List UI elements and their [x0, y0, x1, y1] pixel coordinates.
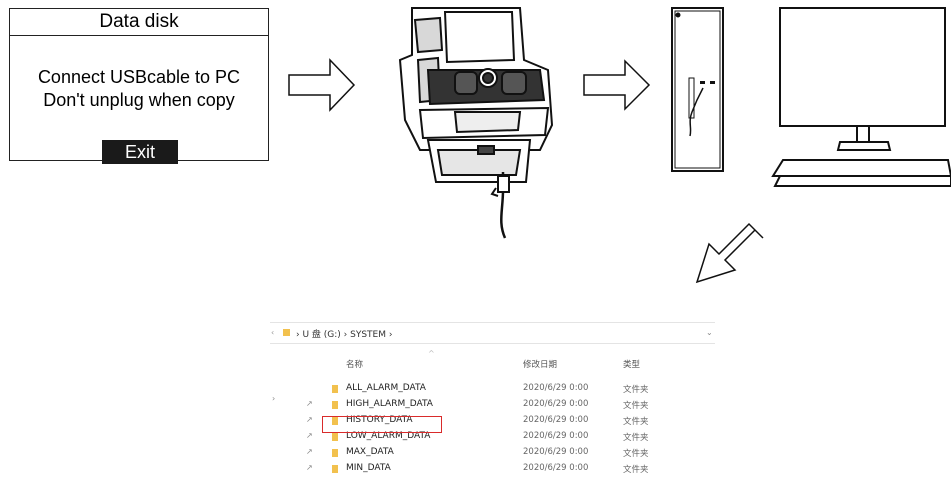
file-explorer: ‹ › U 盘 (G:) › SYSTEM › ⌄ ^ 名称 修改日期 类型 ›…: [270, 322, 715, 484]
folder-row[interactable]: ↗ MIN_DATA 2020/6/29 0:00 文件夹: [270, 462, 715, 477]
folder-row[interactable]: ALL_ALARM_DATA 2020/6/29 0:00 文件夹: [270, 382, 715, 397]
folder-type: 文件夹: [623, 385, 649, 395]
folder-name: LOW_ALARM_DATA: [346, 431, 431, 441]
column-header-date[interactable]: 修改日期: [523, 360, 558, 370]
pin-icon[interactable]: ↗: [306, 447, 313, 456]
folder-row[interactable]: ↗ HIGH_ALARM_DATA 2020/6/29 0:00 文件夹: [270, 398, 715, 413]
folder-name: HIGH_ALARM_DATA: [346, 399, 433, 409]
pin-icon[interactable]: ↗: [306, 431, 313, 440]
folder-icon: [332, 385, 338, 393]
breadcrumb: ‹ › U 盘 (G:) › SYSTEM › ⌄: [270, 322, 715, 344]
monitor-icon: [771, 7, 951, 187]
pin-icon[interactable]: ↗: [306, 463, 313, 472]
folder-row[interactable]: ↗ LOW_ALARM_DATA 2020/6/29 0:00 文件夹: [270, 430, 715, 445]
chevron-down-icon[interactable]: ⌄: [706, 328, 713, 337]
folder-date: 2020/6/29 0:00: [523, 447, 589, 457]
folder-date: 2020/6/29 0:00: [523, 415, 589, 425]
folder-icon: [283, 329, 290, 336]
highlight-box: [322, 416, 442, 433]
folder-icon: [332, 401, 338, 409]
back-chevron-icon[interactable]: ‹: [271, 328, 275, 337]
down-left-arrow-icon: [695, 222, 764, 284]
column-header-type[interactable]: 类型: [623, 360, 641, 370]
folder-type: 文件夹: [623, 449, 649, 459]
exit-button[interactable]: Exit: [102, 140, 178, 164]
folder-type: 文件夹: [623, 433, 649, 443]
column-header-name[interactable]: 名称: [346, 360, 364, 370]
folder-row[interactable]: ↗ MAX_DATA 2020/6/29 0:00 文件夹: [270, 446, 715, 461]
folder-icon: [332, 465, 338, 473]
gas-detector-icon: [398, 7, 554, 239]
screen-message-line-2: Don't unplug when copy: [43, 90, 235, 110]
folder-name: HISTORY_DATA: [346, 415, 413, 425]
screen-message-line-1: Connect USBcable to PC: [37, 67, 241, 87]
folder-type: 文件夹: [623, 401, 649, 411]
device-screen: Data disk Connect USBcable to PC Don't u…: [9, 8, 269, 164]
folder-date: 2020/6/29 0:00: [523, 383, 589, 393]
breadcrumb-path[interactable]: › U 盘 (G:) › SYSTEM ›: [296, 330, 393, 340]
sort-indicator-icon: ^: [428, 349, 435, 358]
folder-date: 2020/6/29 0:00: [523, 399, 589, 409]
folder-type: 文件夹: [623, 465, 649, 475]
pin-icon[interactable]: ↗: [306, 399, 313, 408]
screen-title: Data disk: [10, 9, 268, 36]
expand-chevron-icon[interactable]: ›: [272, 394, 276, 403]
folder-name: MIN_DATA: [346, 463, 391, 473]
right-arrow-icon: [288, 58, 356, 112]
folder-icon: [332, 417, 338, 425]
folder-date: 2020/6/29 0:00: [523, 431, 589, 441]
folder-icon: [332, 449, 338, 457]
folder-row[interactable]: ↗ HISTORY_DATA 2020/6/29 0:00 文件夹: [270, 414, 715, 429]
folder-name: ALL_ALARM_DATA: [346, 383, 426, 393]
folder-name: MAX_DATA: [346, 447, 394, 457]
pin-icon[interactable]: ↗: [306, 415, 313, 424]
folder-icon: [332, 433, 338, 441]
folder-date: 2020/6/29 0:00: [523, 463, 589, 473]
computer-tower-icon: [671, 7, 724, 172]
folder-type: 文件夹: [623, 417, 649, 427]
right-arrow-icon: [583, 59, 651, 111]
